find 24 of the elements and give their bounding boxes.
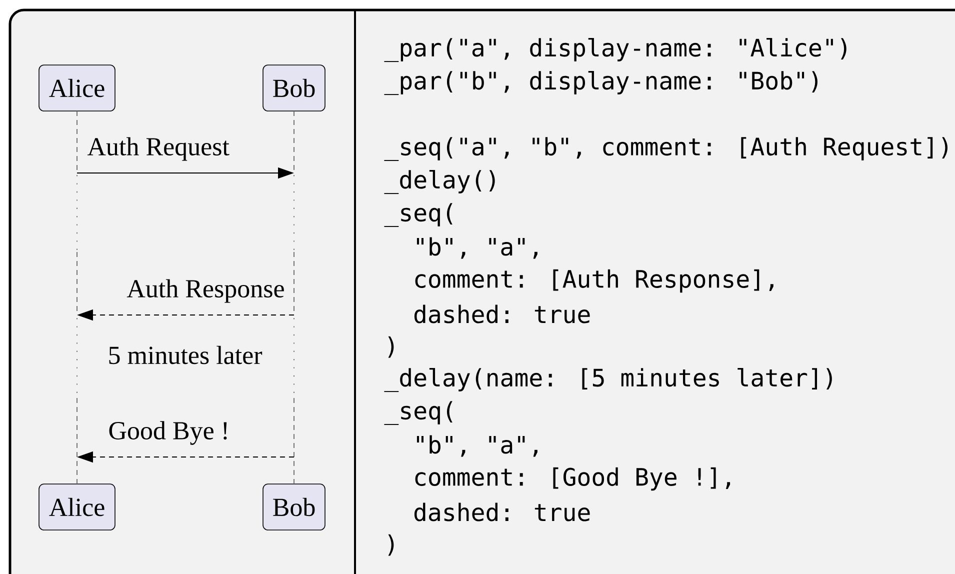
code-line: comment: [Good Bye !], [415,467,730,491]
participant-box: Bob [262,484,326,530]
code-line: _seq("a", "b", comment: [Auth Request]) [384,137,948,161]
code-line: dashed: true [414,502,590,522]
code-line: dashed: true [414,304,590,324]
delay-label: 5 minutes later [109,346,262,364]
code-line: comment: [Auth Response], [415,269,774,293]
code-line: "b", "a", [416,435,538,457]
participant-box: Alice [38,484,116,530]
code-line: _delay(name: [5 minutes later]) [384,368,832,392]
edge-label: Auth Response [126,279,284,303]
participant-box: Alice [38,64,116,112]
code-line: "b", "a", [416,237,538,259]
edge-label: Auth Request [87,137,230,161]
code-line: ) [388,336,394,358]
code-line: _seq( [384,401,452,425]
code-line: _delay() [384,170,495,194]
edge-label: Good Bye ! [109,421,227,445]
code-line: _par("b", display-name: "Bob") [384,71,818,96]
code-line: _seq( [384,203,452,227]
code-line: _par("a", display-name: "Alice") [384,38,846,62]
lifeline [76,110,78,484]
participant-box: Bob [262,64,326,112]
code-line: ) [388,534,394,556]
